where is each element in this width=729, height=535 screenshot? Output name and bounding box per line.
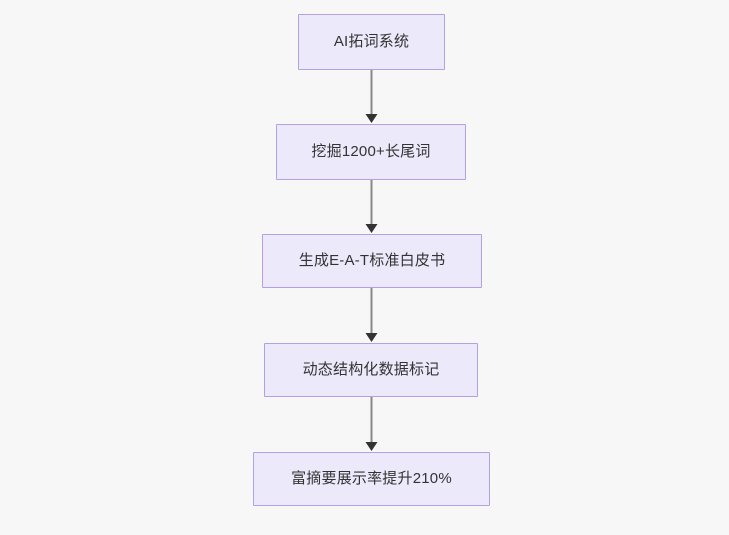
flow-node-dynamic-structured-data-markup[interactable]: 动态结构化数据标记 bbox=[264, 343, 478, 397]
flow-node-label: 生成E-A-T标准白皮书 bbox=[298, 252, 446, 269]
flow-node-label: 动态结构化数据标记 bbox=[302, 361, 440, 378]
flow-node-label: AI拓词系统 bbox=[333, 33, 410, 50]
flow-node-mine-longtail-keywords[interactable]: 挖掘1200+长尾词 bbox=[276, 124, 466, 180]
edge-node1-to-node2 bbox=[365, 70, 378, 123]
flow-node-generate-eat-whitepaper[interactable]: 生成E-A-T标准白皮书 bbox=[262, 234, 482, 288]
flow-node-rich-snippet-impression-lift[interactable]: 富摘要展示率提升210% bbox=[253, 452, 490, 506]
edge-node2-to-node3 bbox=[365, 180, 378, 233]
flow-node-ai-keyword-system[interactable]: AI拓词系统 bbox=[298, 14, 445, 70]
flow-node-label: 挖掘1200+长尾词 bbox=[311, 143, 431, 160]
edge-node3-to-node4 bbox=[365, 288, 378, 342]
flow-node-label: 富摘要展示率提升210% bbox=[291, 470, 452, 487]
edge-node4-to-node5 bbox=[365, 397, 378, 451]
